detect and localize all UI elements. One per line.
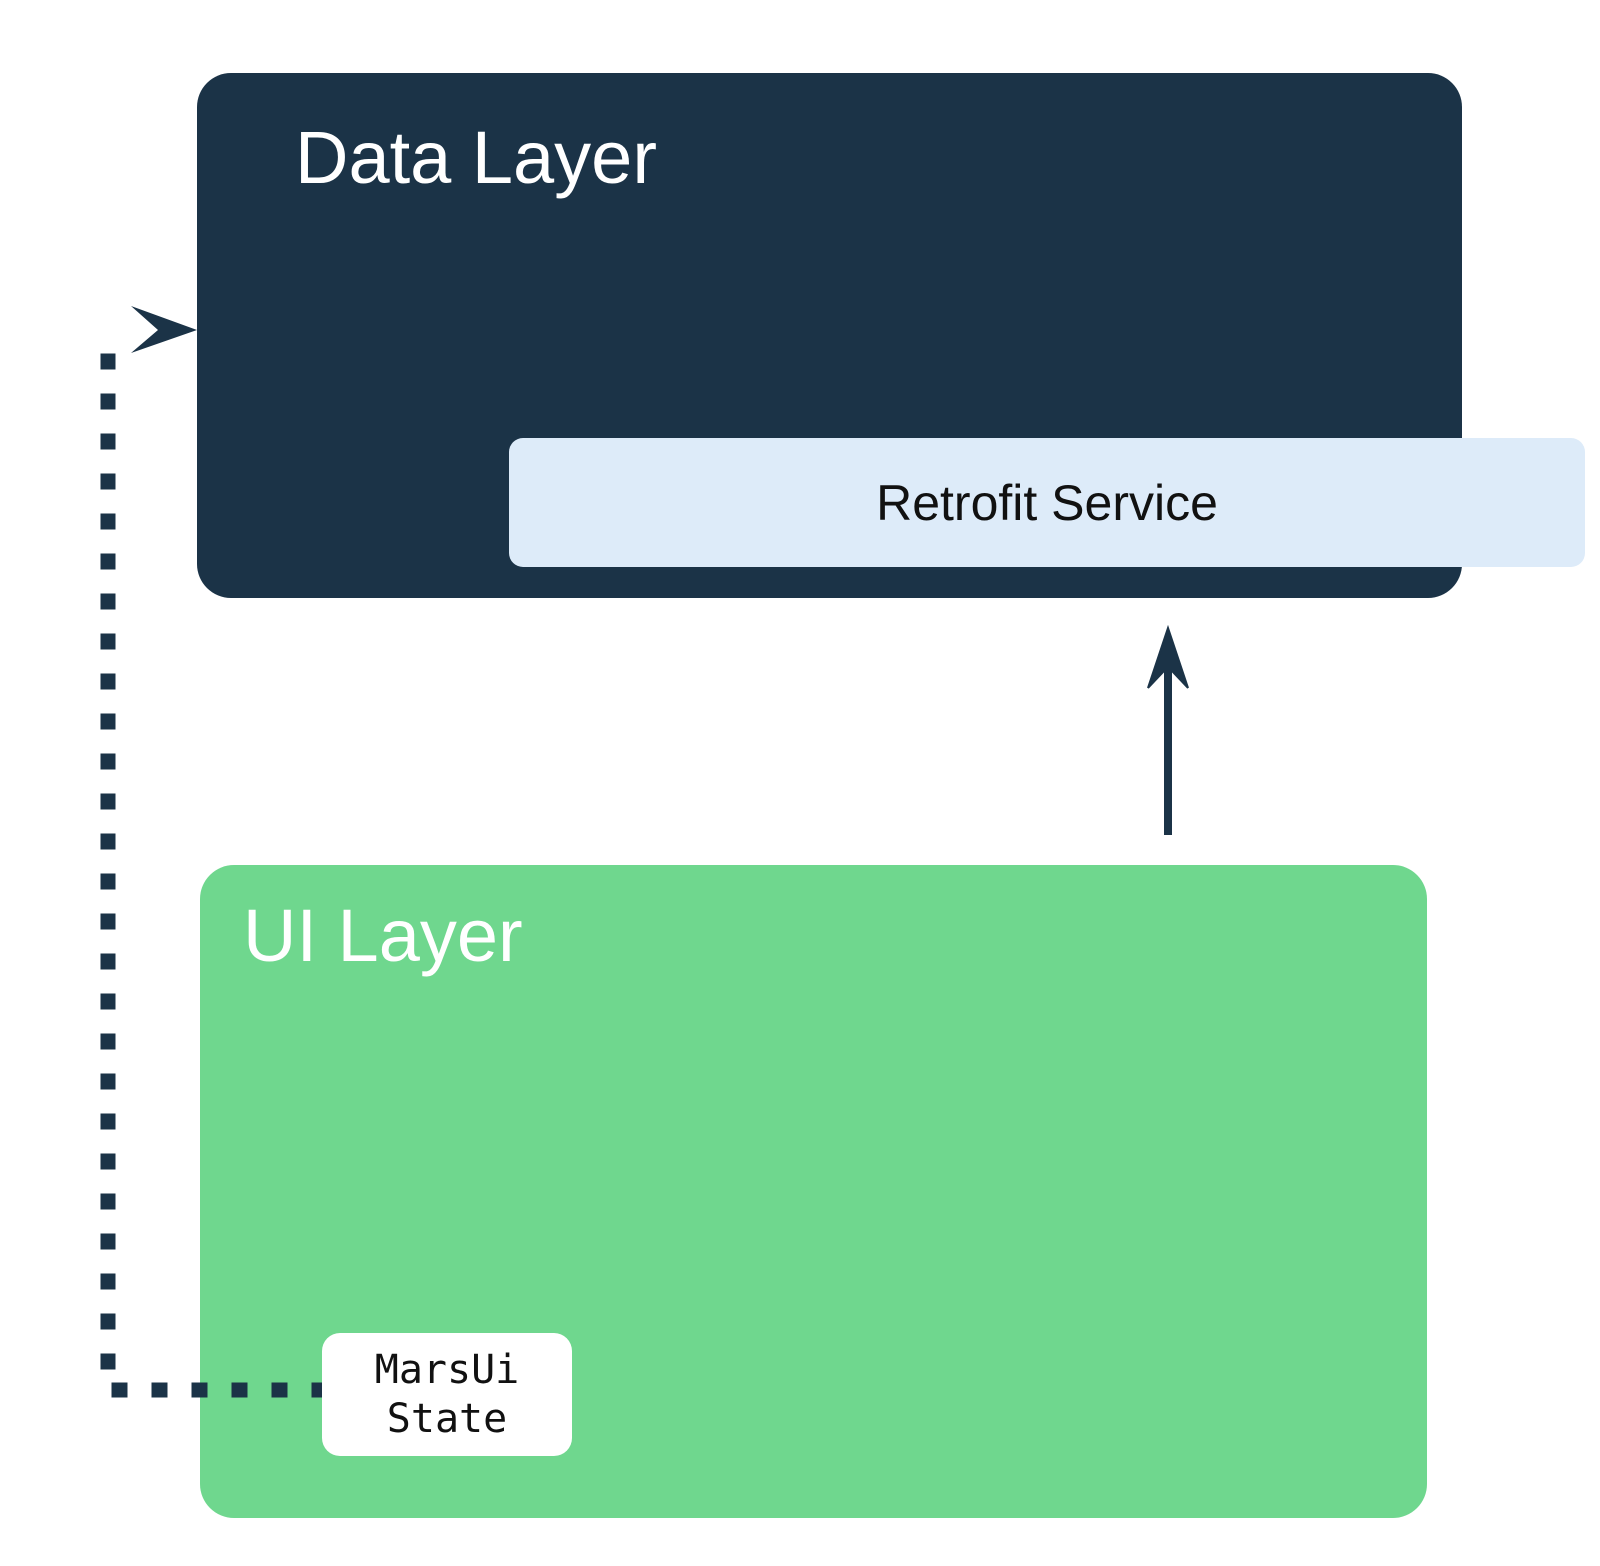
mars-ui-state-chip[interactable]: MarsUi State [322,1333,572,1456]
dotted-arrowhead-icon [131,306,197,353]
data-layer-container: Data Layer Retrofit Service [197,73,1585,598]
retrofit-service-box[interactable]: Retrofit Service [509,438,1585,567]
mars-ui-state-line-2: State [386,1395,508,1442]
data-layer-title: Data Layer [295,116,657,199]
ui-layer-title: UI Layer [243,894,523,977]
solid-arrow-up-icon [1147,624,1189,835]
mars-ui-state-line-1: MarsUi [374,1346,520,1393]
